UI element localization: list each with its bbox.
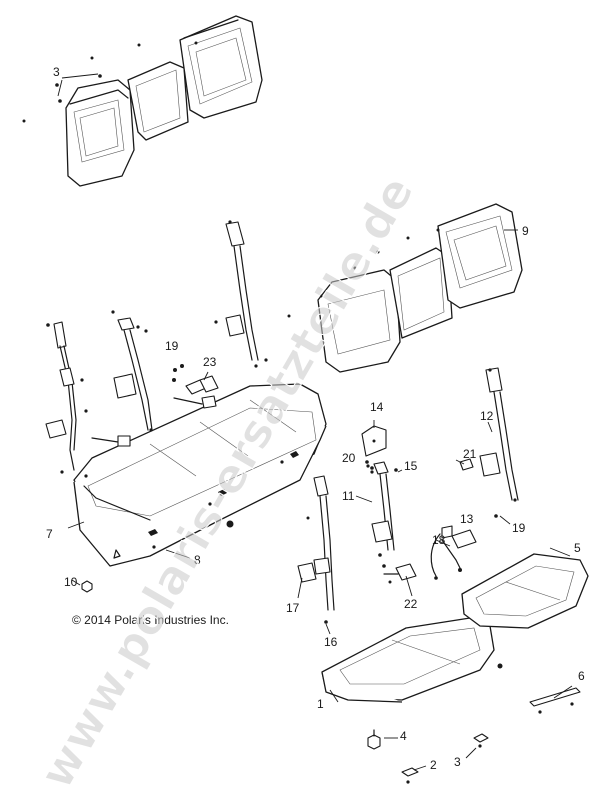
clips-2-3: [401, 663, 503, 784]
callout-4: 4: [400, 729, 407, 743]
callout-15: 15: [404, 459, 418, 473]
callout-18: 18: [432, 533, 446, 547]
callout-13: 13: [460, 512, 474, 526]
upper-seatback-assembly: [22, 15, 263, 187]
callout-11: 11: [342, 489, 355, 503]
rear-seat-bottom: [461, 553, 589, 629]
seatbelt-center: [214, 220, 268, 368]
callout-3-bottom: 3: [454, 755, 461, 769]
seatbelt-left-inner: [111, 310, 153, 432]
seatbelt-left-outer: [45, 321, 131, 474]
callout-16: 16: [324, 635, 338, 649]
seatbelt-right-12: [479, 367, 519, 518]
callout-9: 9: [522, 224, 529, 238]
copyright-text: © 2014 Polaris Industries Inc.: [72, 613, 229, 627]
buckle-22: [383, 563, 417, 584]
buckle-assembly-23: [172, 364, 219, 409]
seatbelt-lower-17: [297, 475, 335, 624]
callout-20: 20: [342, 451, 356, 465]
bracket-6: [529, 687, 581, 714]
callout-5: 5: [574, 541, 581, 555]
callout-23: 23: [203, 355, 217, 369]
callout-7: 7: [46, 527, 53, 541]
callout-22: 22: [404, 597, 418, 611]
small-fasteners-20-21-15: [365, 458, 474, 472]
callout-8: 8: [194, 553, 201, 567]
callout-21: 21: [463, 447, 477, 461]
seatbelt-right-11: [366, 461, 395, 568]
callout-14: 14: [370, 400, 384, 414]
buckle-harness-13: [430, 525, 477, 580]
callout-17: 17: [286, 601, 300, 615]
bolt-4: [367, 729, 381, 750]
nut-10: [81, 580, 93, 593]
callout-10: 10: [64, 575, 78, 589]
leader-lines: [57, 73, 573, 771]
callout-labels: 3 9 19 23 14 12 21 20 15 11 7 19 13 18 5…: [46, 65, 585, 772]
callout-19-right: 19: [512, 521, 526, 535]
rear-seatback-assembly: [287, 203, 523, 373]
callout-19-left: 19: [165, 339, 179, 353]
bench-seat-assembly: [73, 383, 327, 567]
callout-2: 2: [430, 758, 437, 772]
bracket-14: [361, 425, 387, 457]
callout-12: 12: [480, 409, 494, 423]
callout-3-top: 3: [53, 65, 60, 79]
callout-6: 6: [578, 669, 585, 683]
callout-1: 1: [317, 697, 324, 711]
front-seat-bottom: [321, 617, 495, 703]
